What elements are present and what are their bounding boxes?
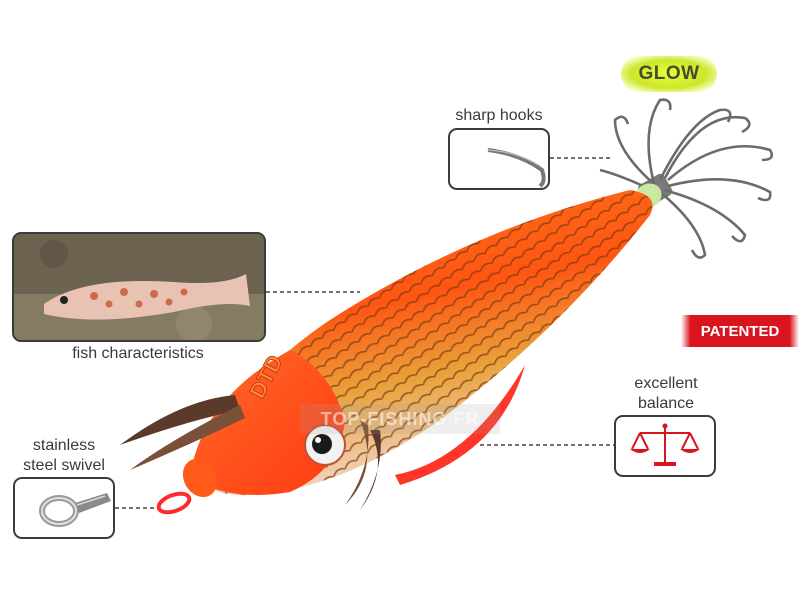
watermark: TOP-FISHING.FR [300, 404, 500, 434]
fish-photo [14, 234, 264, 340]
balance-label-line2: balance [637, 395, 695, 412]
lure-body: DTD [182, 190, 653, 498]
balance-scale-icon [630, 423, 700, 466]
sharp-hooks-label: sharp hooks [455, 107, 543, 124]
balance-label-line1: excellent [634, 375, 698, 392]
swivel-label-line2: steel swivel [23, 457, 105, 474]
glow-badge: GLOW [621, 56, 717, 92]
sharp-hooks-thumbnail [448, 128, 550, 190]
fish-photo-frame [12, 232, 266, 342]
hook-icon [487, 148, 546, 188]
feathers [120, 395, 381, 510]
swivel-label-line1: stainless [32, 437, 96, 454]
swivel-thumbnail [13, 477, 115, 539]
swivel-ring-icon [39, 493, 111, 527]
balance-keel [395, 365, 525, 485]
fish-characteristics-label: fish characteristics [72, 345, 204, 362]
lure-swivel-ring [156, 491, 192, 515]
patented-badge: PATENTED [681, 315, 799, 347]
balance-thumbnail [614, 415, 716, 477]
